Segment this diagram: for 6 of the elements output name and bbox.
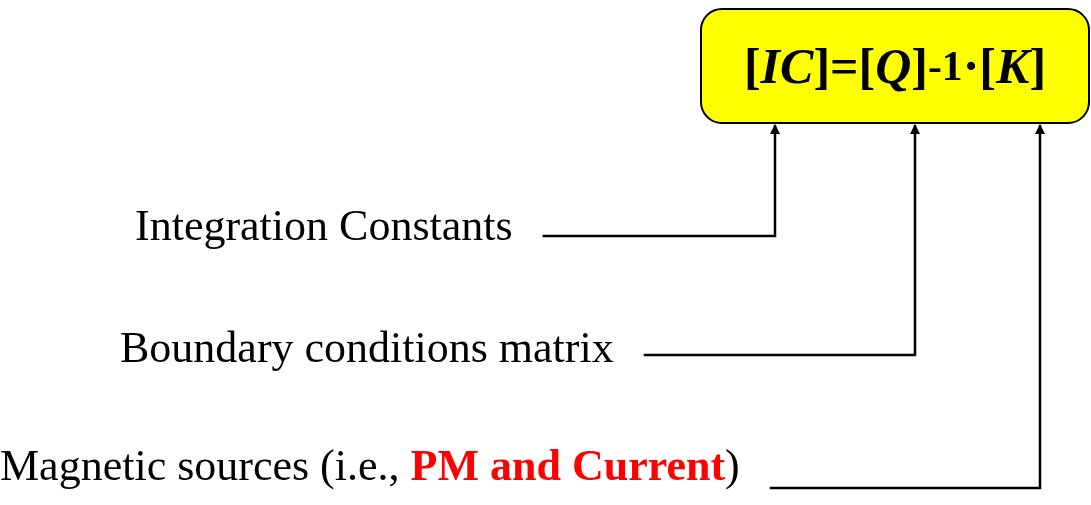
leader-arrow <box>769 124 1045 490</box>
leader-label: Integration Constants <box>135 200 513 251</box>
leader-arrow <box>542 124 780 238</box>
leader-label: Magnetic sources (i.e., PM and Current) <box>0 440 740 491</box>
leader-label: Boundary conditions matrix <box>120 322 614 373</box>
leader-arrow <box>643 124 920 357</box>
